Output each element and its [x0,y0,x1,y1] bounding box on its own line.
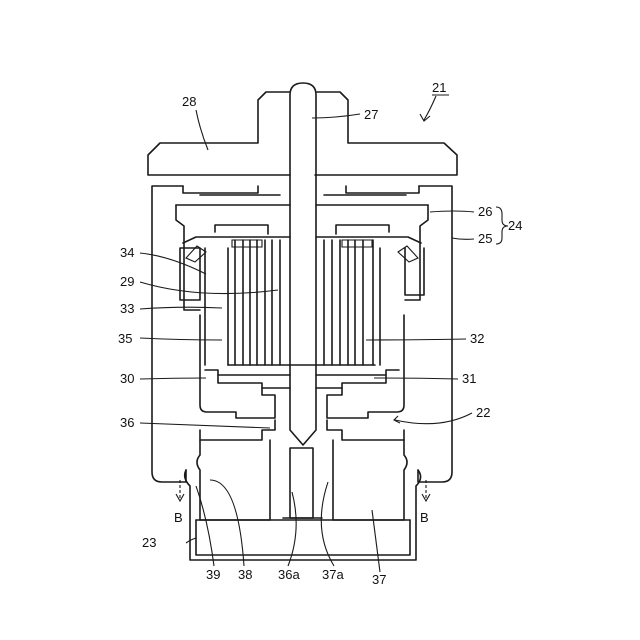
motor-stack [180,237,424,365]
section-b-right: B [420,510,429,525]
label-27: 27 [364,107,378,122]
label-31: 31 [462,371,476,386]
label-38: 38 [238,567,252,582]
label-37: 37 [372,572,386,587]
label-30: 30 [120,371,134,386]
label-35: 35 [118,331,132,346]
brace-24 [496,207,508,244]
label-33: 33 [120,301,134,316]
label-23: 23 [142,535,156,550]
lower-body-36-37 [197,420,407,520]
label-22: 22 [476,405,490,420]
label-21: 21 [432,80,446,95]
label-24: 24 [508,218,522,233]
label-25: 25 [478,231,492,246]
label-26: 26 [478,204,492,219]
label-32: 32 [470,331,484,346]
label-29: 29 [120,274,134,289]
outer-housing-25 [152,186,452,482]
central-shaft-27 [290,83,316,445]
label-36a: 36a [278,567,300,582]
label-37a: 37a [322,567,344,582]
section-b-left: B [174,510,183,525]
label-39: 39 [206,567,220,582]
label-36: 36 [120,415,134,430]
arrowhead-22 [394,416,400,423]
label-34: 34 [120,245,134,260]
label-28: 28 [182,94,196,109]
inner-housing-26 [176,205,428,310]
